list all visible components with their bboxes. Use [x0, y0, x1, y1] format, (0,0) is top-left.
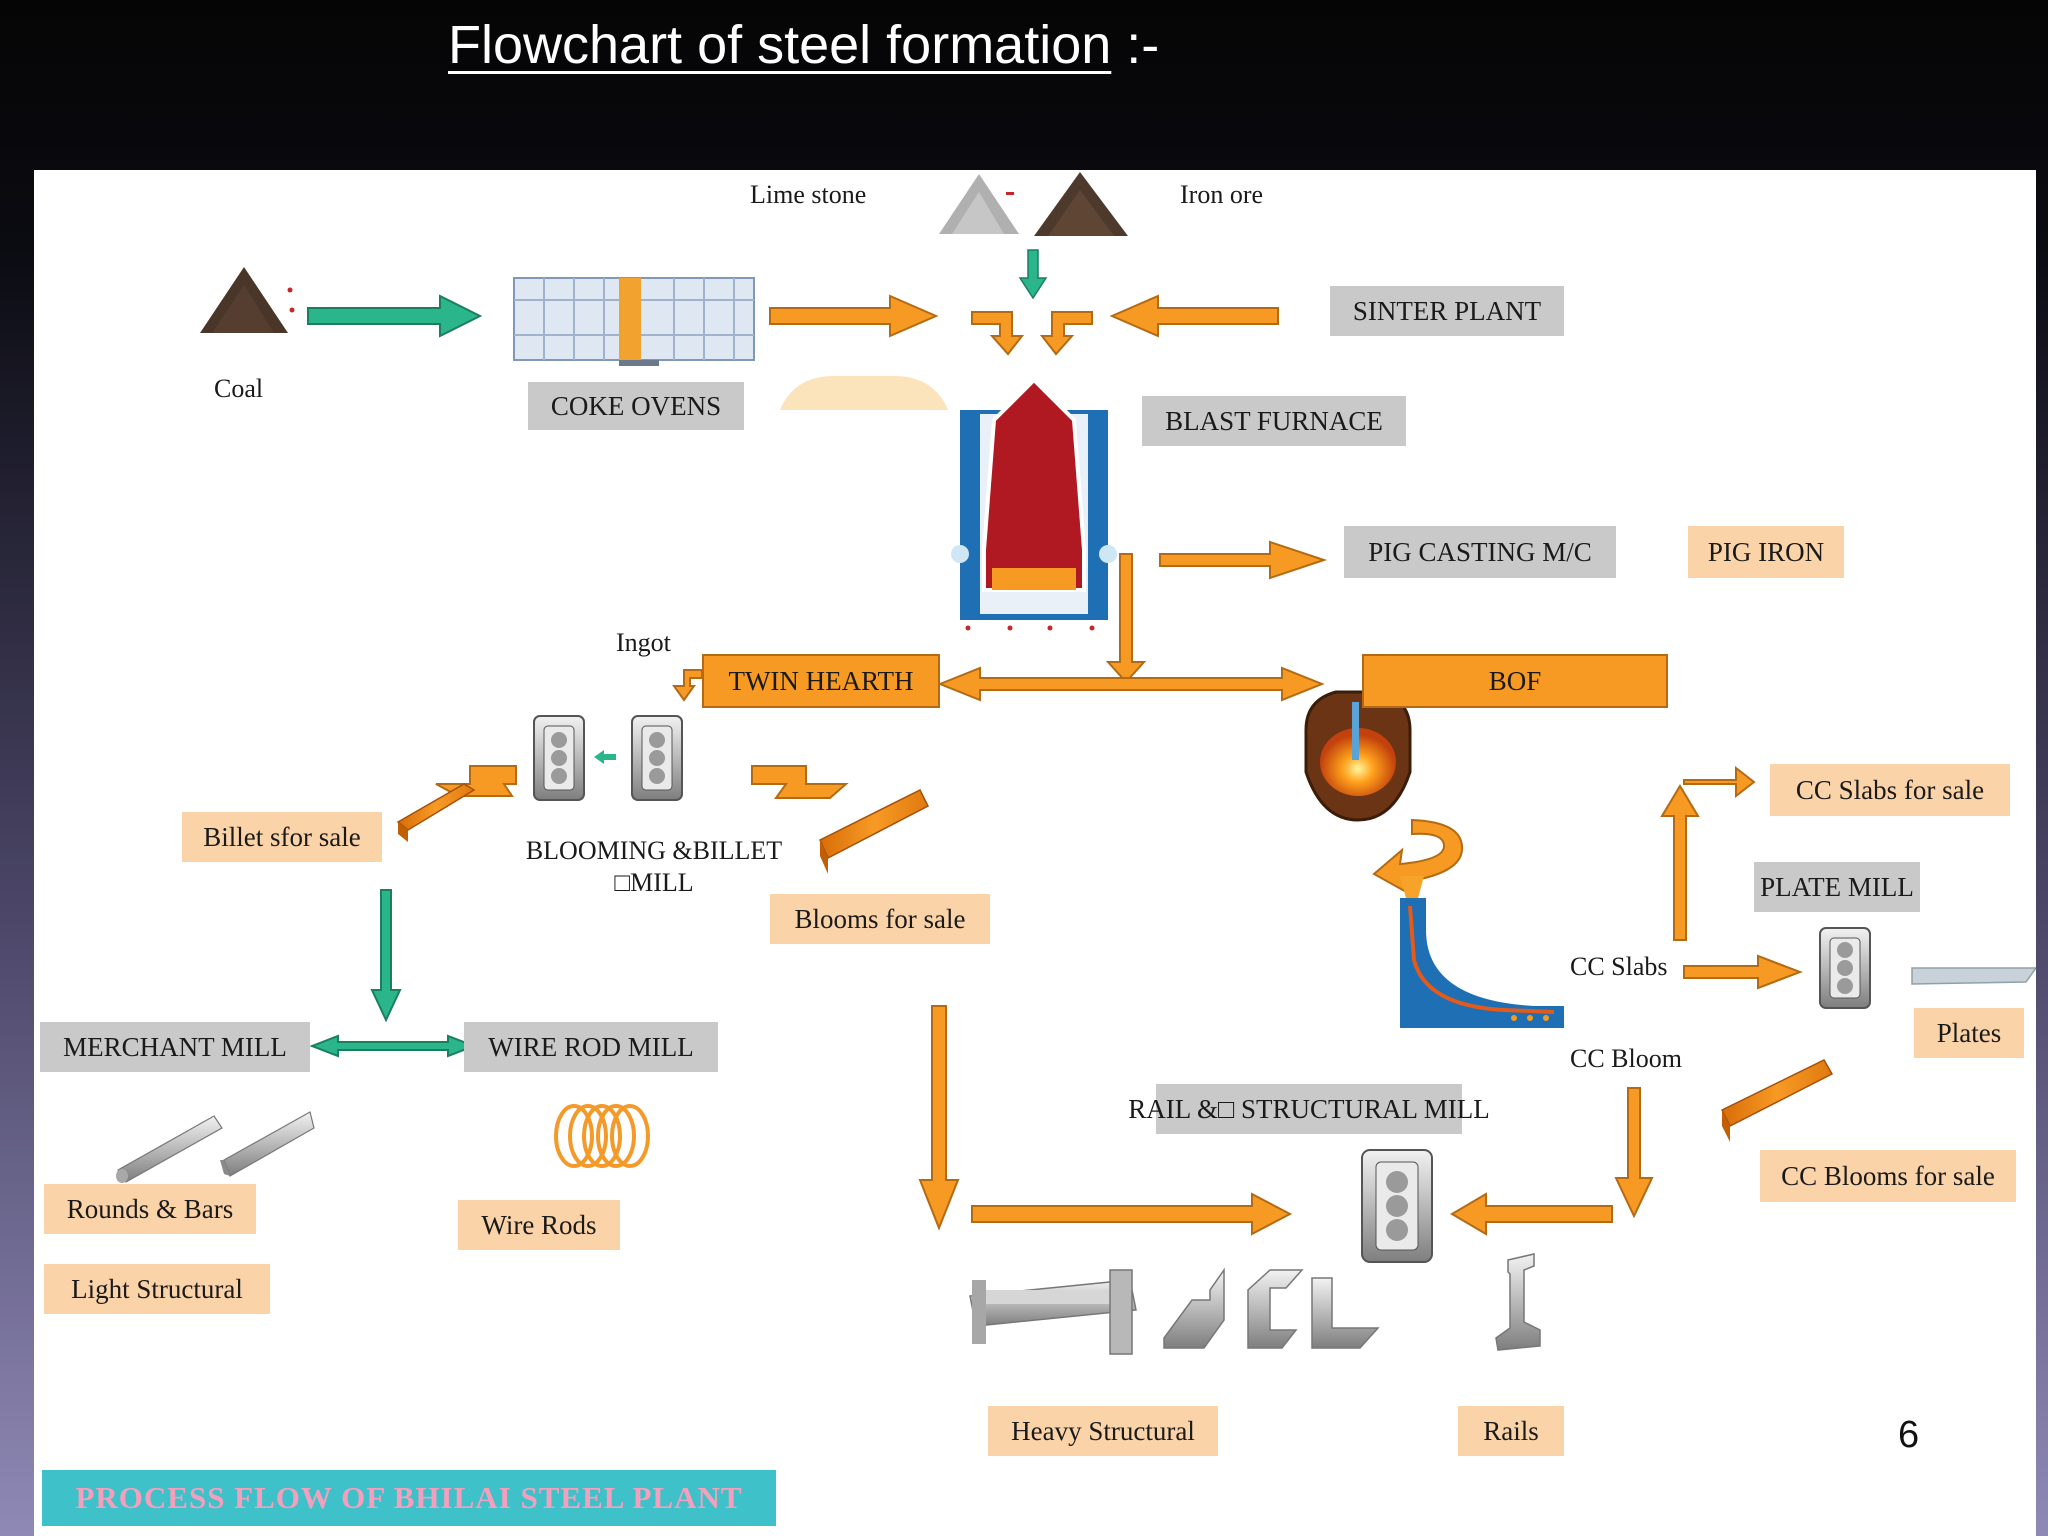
arrow-to-rail-mill [1450, 1192, 1613, 1236]
slide-title: Flowchart of steel formation :- [448, 14, 1159, 76]
coke-ovens-icon [513, 277, 755, 366]
channel-section-icon [1163, 1267, 1225, 1349]
square-bar-icon [220, 1111, 315, 1177]
rolling-stand-icon [533, 715, 585, 801]
page-number: 6 [1898, 1414, 1920, 1456]
merchant-mill-box: MERCHANT MILL [40, 1022, 310, 1072]
blast-furnace-icon [780, 376, 1117, 631]
wire-rod-mill-box: WIRE ROD MILL [464, 1022, 718, 1072]
blooms-for-sale-box: Blooms for sale [770, 894, 990, 944]
flowchart-panel: Lime stone Iron ore Coal COKE OVENS SINT… [34, 170, 2036, 1536]
arrow-billets-down [370, 889, 402, 1023]
arrow-ingot [672, 669, 703, 702]
arrow-cc-bloom-down [1614, 1087, 1654, 1219]
plate-icon [1911, 967, 2036, 985]
arrow-blooming-to-blooms [751, 765, 849, 799]
label-cc-bloom: CC Bloom [1570, 1044, 1682, 1073]
pig-casting-box: PIG CASTING M/C [1344, 526, 1616, 578]
round-bar-icon [116, 1115, 223, 1183]
label-blooming-billet-line2: □MILL [614, 868, 694, 897]
arrow-feed-left [971, 311, 1025, 356]
title-suffix: :- [1111, 15, 1160, 75]
arrow-to-cc-slabs-for-sale [1683, 765, 1756, 799]
arrow-ore-down [1018, 249, 1048, 300]
wire-rod-coil-icon [554, 1104, 650, 1168]
cc-blooms-for-sale-box: CC Blooms for sale [1760, 1150, 2016, 1202]
arrow-cc-slabs-to-plate-mill [1683, 954, 1803, 990]
light-structural-box: Light Structural [44, 1264, 270, 1314]
arrow-bof-to-caster [1372, 818, 1464, 897]
rounds-bars-box: Rounds & Bars [44, 1184, 256, 1234]
rail-icon [1495, 1253, 1541, 1351]
arrow-blooming-to-billets [435, 765, 517, 797]
sinter-plant-box: SINTER PLANT [1330, 286, 1564, 336]
limestone-pile-icon [939, 174, 1019, 234]
blast-furnace-box: BLAST FURNACE [1142, 396, 1406, 446]
pig-iron-box: PIG IRON [1688, 526, 1844, 578]
rail-structural-mill-box: RAIL &□ STRUCTURAL MILL [1128, 1084, 1490, 1134]
rolling-stand-icon [631, 715, 683, 801]
rolling-stand-icon [1819, 927, 1871, 1009]
arrow-merchant-wire-double [309, 1034, 477, 1058]
arrow-furnace-down [1105, 553, 1147, 684]
i-beam-icon [969, 1269, 1137, 1355]
bloom-icon [819, 788, 930, 874]
arrow-furnace-to-pig-casting [1159, 540, 1328, 580]
arrow-blooming-small [594, 750, 616, 764]
angle-section-icon [1311, 1277, 1380, 1349]
flowchart-diagram [116, 172, 2036, 1355]
tee-section-icon [1247, 1269, 1304, 1349]
arrow-feed-right [1039, 311, 1093, 356]
cc-slabs-for-sale-box: CC Slabs for sale [1770, 764, 2010, 816]
title-text: Flowchart of steel formation [448, 15, 1112, 75]
iron-ore-pile-icon [1034, 172, 1128, 236]
coke-ovens-box: COKE OVENS [528, 382, 744, 430]
billet-icon [396, 783, 476, 842]
continuous-caster-icon [1400, 876, 1564, 1028]
arrow-twin-hearth-bof-double [937, 666, 1325, 702]
arrow-coal-to-coke-ovens [307, 294, 483, 338]
arrow-sinter-to-furnace [1109, 294, 1279, 338]
plates-box: Plates [1914, 1008, 2024, 1058]
arrow-blooms-down [918, 1005, 960, 1231]
arrow-cc-slabs-up [1660, 784, 1700, 941]
process-flow-caption: PROCESS FLOW OF BHILAI STEEL PLANT [42, 1470, 776, 1526]
billets-for-sale-box: Billet sfor sale [182, 812, 382, 862]
bof-converter-icon [1304, 690, 1412, 822]
bof-box: BOF [1362, 654, 1668, 708]
label-iron-ore: Iron ore [1180, 180, 1264, 209]
arrow-coke-to-furnace [769, 294, 939, 338]
label-coal: Coal [214, 374, 264, 403]
plate-mill-box: PLATE MILL [1754, 862, 1920, 912]
heavy-structural-box: Heavy Structural [988, 1406, 1218, 1456]
rails-box: Rails [1458, 1406, 1564, 1456]
label-cc-slabs: CC Slabs [1570, 952, 1668, 981]
label-ingot: Ingot [616, 628, 671, 657]
coal-pile-icon [200, 267, 295, 333]
wire-rods-box: Wire Rods [458, 1200, 620, 1250]
rolling-stand-icon [1361, 1149, 1433, 1263]
label-blooming-billet-line1: BLOOMING &BILLET [525, 836, 783, 865]
twin-hearth-box: TWIN HEARTH [702, 654, 940, 708]
cc-bloom-icon [1720, 1059, 1834, 1142]
label-lime-stone: Lime stone [750, 180, 867, 209]
arrow-to-heavy-structural [971, 1192, 1293, 1236]
